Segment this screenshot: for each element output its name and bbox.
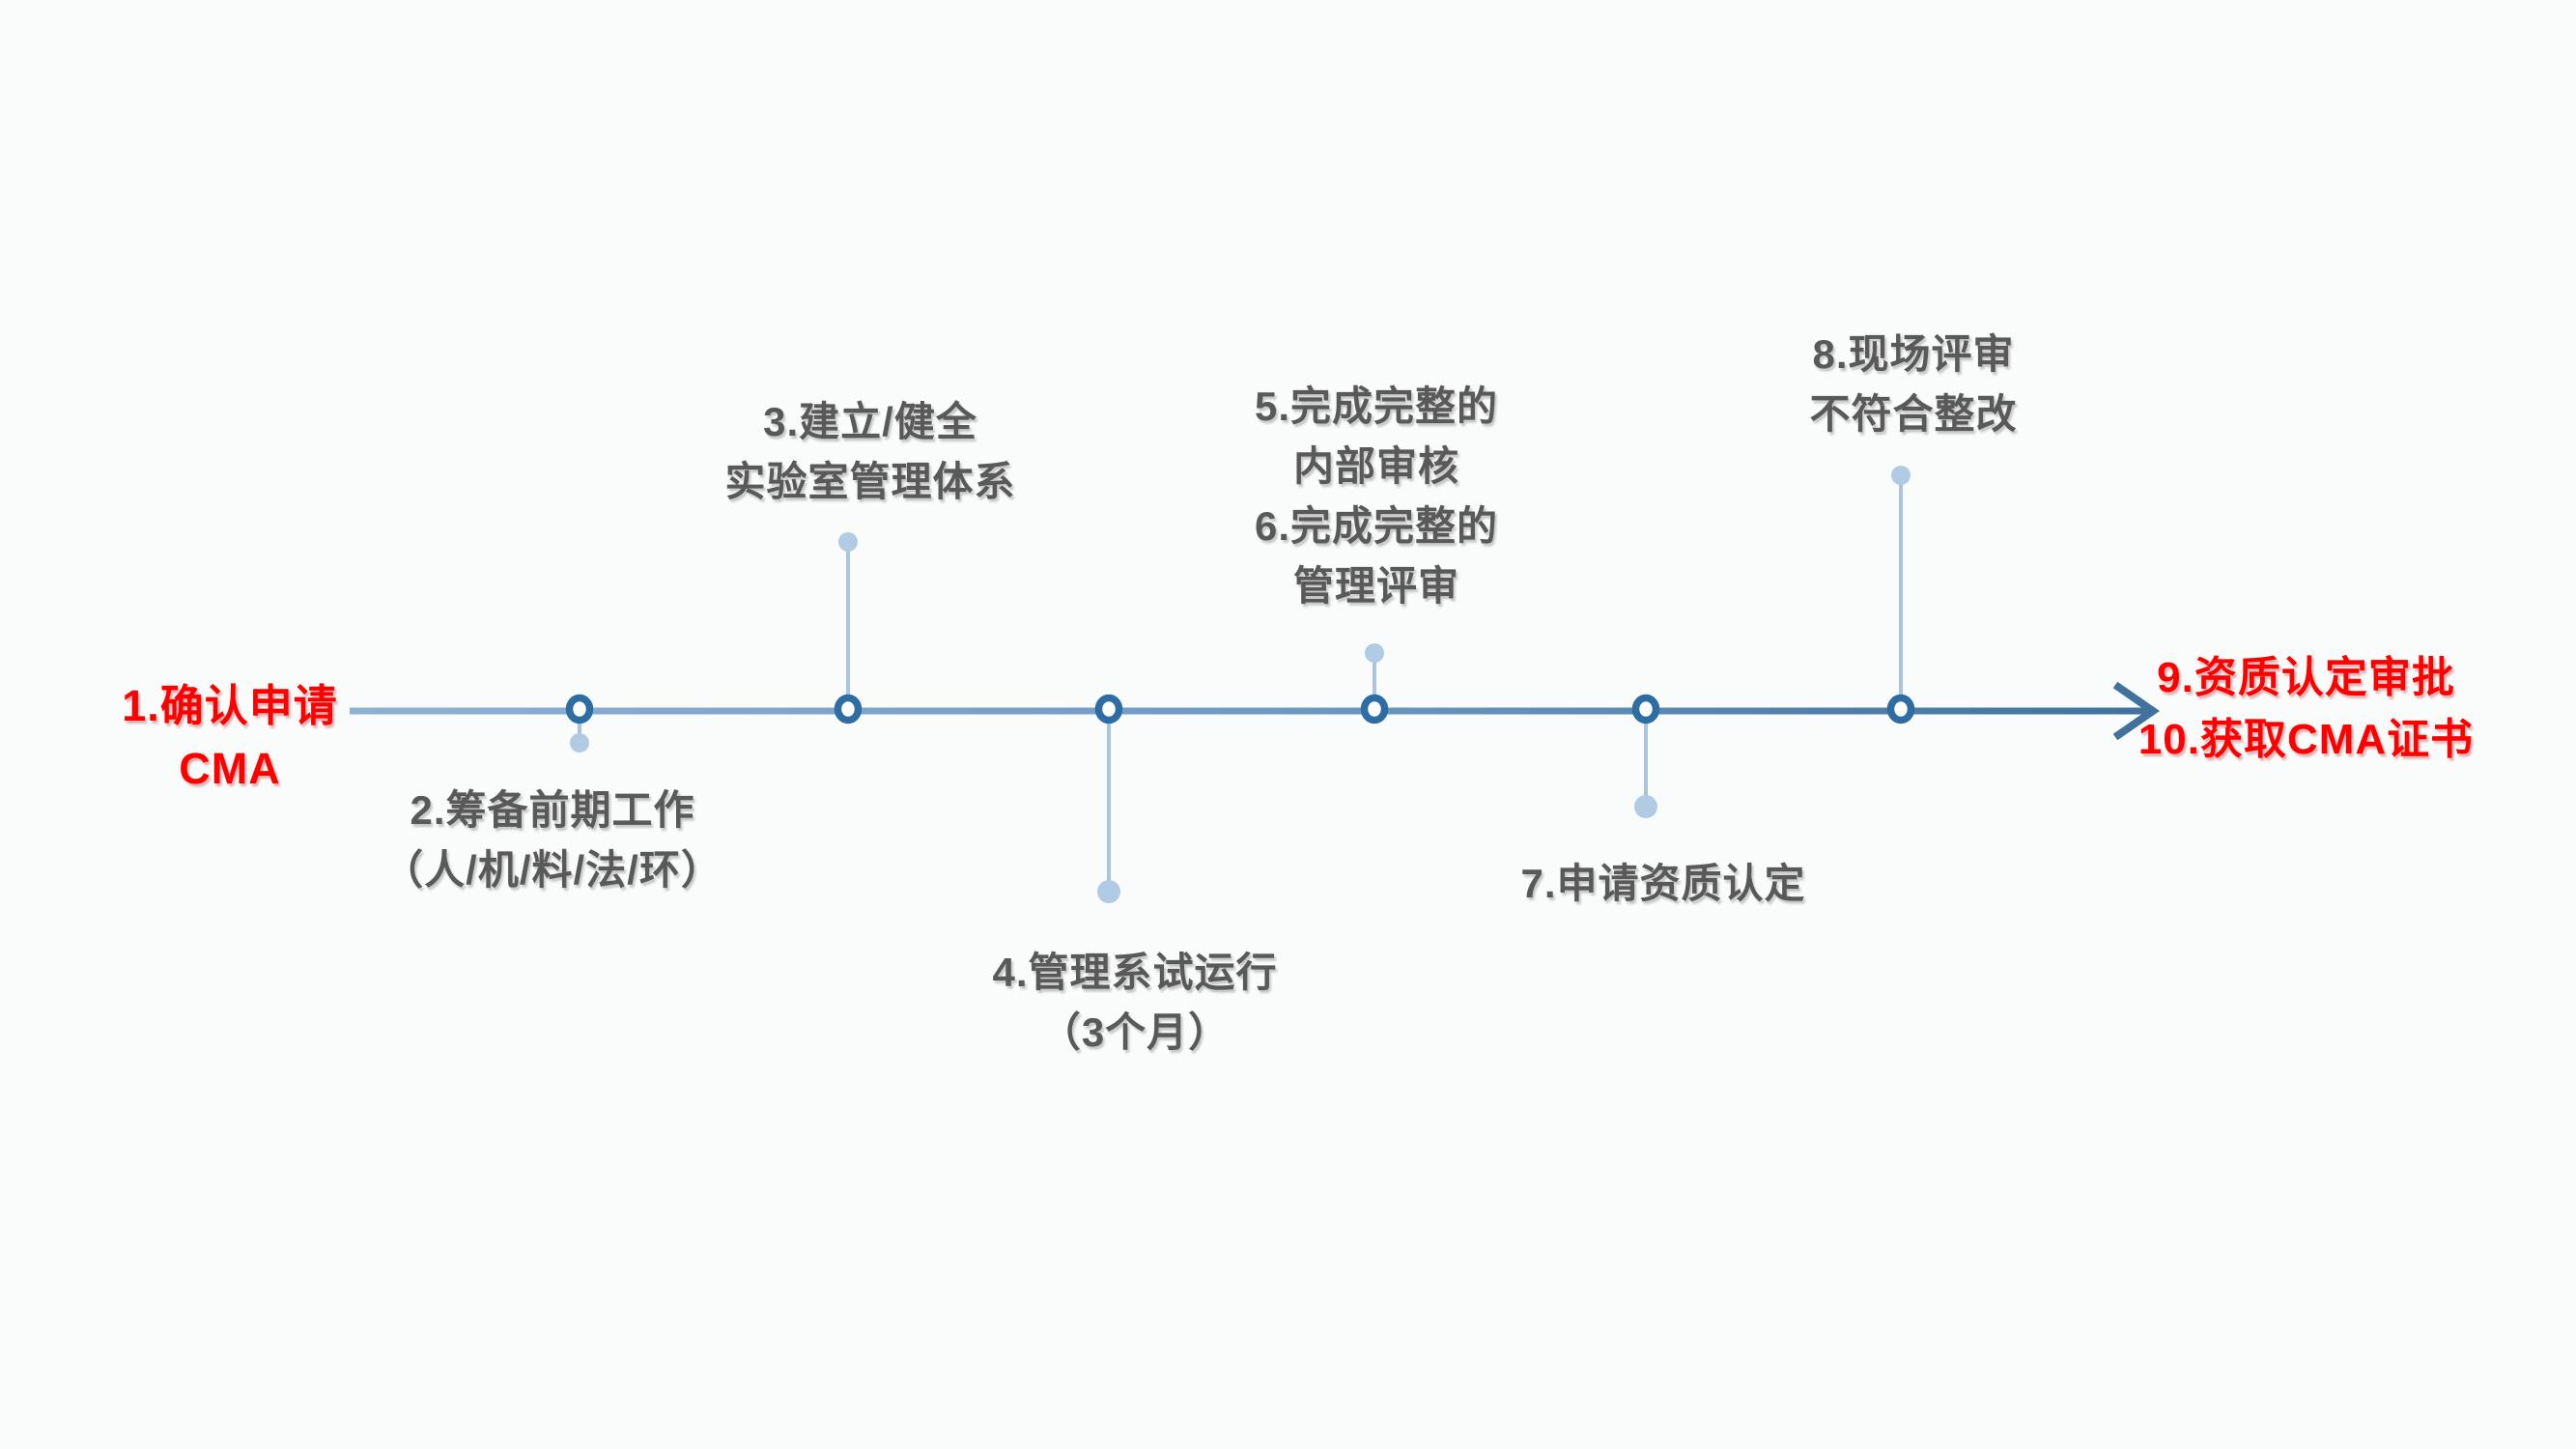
step-5-6-label: 5.完成完整的 内部审核 6.完成完整的 管理评审 <box>1164 377 1589 616</box>
step-1-label: 1.确认申请 CMA <box>37 674 423 800</box>
step-3-label: 3.建立/健全 实验室管理体系 <box>667 392 1073 512</box>
step-6-line-1: 6.完成完整的 <box>1254 503 1499 549</box>
node-8-dot <box>1891 466 1911 485</box>
node-3-dot <box>838 532 858 552</box>
step-5-line-1: 5.完成完整的 <box>1254 384 1499 429</box>
step-2-line-1: 2.筹备前期工作 <box>410 787 695 833</box>
step-3-line-2: 实验室管理体系 <box>724 459 1016 504</box>
step-4-line-1: 4.管理系试运行 <box>992 950 1278 995</box>
step-7-label: 7.申请资质认定 <box>1460 854 1866 914</box>
step-7-line-1: 7.申请资质认定 <box>1520 861 1806 906</box>
step-8-line-1: 8.现场评审 <box>1812 331 2015 377</box>
node-8-marker <box>1886 694 1915 724</box>
node-5-6-dot <box>1365 643 1384 663</box>
step-2-line-2: （人/机/料/法/环） <box>382 847 722 893</box>
step-8-label: 8.现场评审 不符合整改 <box>1711 325 2116 444</box>
step-6-line-2: 管理评审 <box>1292 563 1459 609</box>
step-1-line-2: CMA <box>179 744 281 793</box>
arrow-head-icon <box>2112 681 2161 741</box>
node-7-dot <box>1634 795 1657 818</box>
node-2-dot <box>570 733 589 753</box>
node-7-marker <box>1631 694 1660 724</box>
step-1-line-1: 1.确认申请 <box>122 681 338 730</box>
step-3-line-1: 3.建立/健全 <box>763 399 977 444</box>
node-4-marker <box>1094 694 1123 724</box>
step-9-10-label: 9.资质认定审批 10.获取CMA证书 <box>2115 647 2497 771</box>
step-2-label: 2.筹备前期工作 （人/机/料/法/环） <box>350 781 755 900</box>
step-4-label: 4.管理系试运行 （3个月） <box>932 943 1338 1063</box>
node-5-6-marker <box>1360 694 1389 724</box>
node-3-marker <box>834 694 863 724</box>
node-stems <box>570 466 1911 903</box>
step-10-line-1: 10.获取CMA证书 <box>2137 716 2475 763</box>
step-9-line-1: 9.资质认定审批 <box>2157 654 2455 701</box>
node-4-dot <box>1097 880 1120 903</box>
node-2-marker <box>565 694 594 724</box>
step-4-line-2: （3个月） <box>1039 1009 1231 1055</box>
step-8-line-2: 不符合整改 <box>1809 391 2018 437</box>
step-5-line-2: 内部审核 <box>1292 443 1459 489</box>
node-markers <box>565 694 1915 724</box>
